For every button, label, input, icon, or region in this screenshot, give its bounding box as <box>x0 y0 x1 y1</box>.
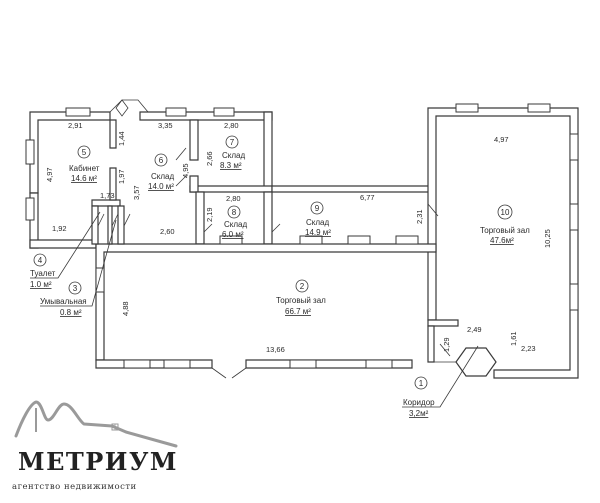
dimension: 1,97 <box>117 169 126 184</box>
dimension: 4,97 <box>45 167 54 182</box>
room-7-label: 7 Склад 8.3 м² <box>220 135 245 170</box>
brand-name: МЕТРИУМ <box>18 447 178 476</box>
room-8-label: 8 Склад 6.0 м² <box>222 205 247 239</box>
room-area: 14.9 м² <box>305 228 331 237</box>
dimension: 1,92 <box>52 224 67 233</box>
room-name: Склад <box>306 218 329 227</box>
room-name: Туалет <box>30 269 56 278</box>
room-number: 2 <box>300 282 305 291</box>
room-area: 8.3 м² <box>220 161 242 170</box>
dimension: 3,35 <box>158 121 173 130</box>
room-number: 6 <box>159 156 164 165</box>
room-area: 3,2м² <box>409 409 429 418</box>
logo-roof-icon <box>14 400 178 448</box>
room-number: 10 <box>501 208 510 217</box>
dimension: 4,95 <box>181 163 190 178</box>
windows <box>25 103 579 369</box>
room-number: 8 <box>232 208 237 217</box>
room-area: 47.6м² <box>490 236 514 245</box>
room-2-label: 2 Торговый зал 66.7 м² <box>276 279 326 316</box>
dimension: 2,66 <box>205 151 214 166</box>
room-9-niches <box>219 235 419 245</box>
room-area: 1.0 м² <box>30 280 52 289</box>
room-name: Умывальная <box>40 297 87 306</box>
room-number: 7 <box>230 138 235 147</box>
dimension: 10,25 <box>543 229 552 248</box>
room-area: 14.6 м² <box>71 174 97 183</box>
room-name: Склад <box>224 220 247 229</box>
dimension: 2,60 <box>160 227 175 236</box>
room-6-label: 6 Склад 14.0 м² <box>148 153 174 191</box>
dimension: 4,88 <box>121 301 130 316</box>
dimension: 13,66 <box>266 345 285 354</box>
room-number: 1 <box>419 379 424 388</box>
dimension: 1,44 <box>117 131 126 146</box>
dimension: 4,97 <box>494 135 509 144</box>
room-name: Коридор <box>403 398 435 407</box>
dimension-labels: 2,91 1,44 3,35 2,80 4,97 1,97 3,57 4,95 … <box>45 121 552 354</box>
dimension: 2,23 <box>521 344 536 353</box>
dimension: 6,77 <box>360 193 375 202</box>
walls <box>29 107 579 379</box>
dimension: 2,19 <box>205 207 214 222</box>
room-number: 4 <box>38 256 43 265</box>
dimension: 1,29 <box>442 337 451 352</box>
room-name: Торговый зал <box>480 226 530 235</box>
dimension: 3,57 <box>132 185 141 200</box>
brand-tagline: агентство недвижимости <box>12 482 137 492</box>
room-5-label: 5 Кабинет 14.6 м² <box>69 145 100 183</box>
room-name: Кабинет <box>69 164 100 173</box>
brand-logo: МЕТРИУМ агентство недвижимости <box>12 400 178 492</box>
room-number: 9 <box>315 204 320 213</box>
room-name: Склад <box>151 172 174 181</box>
dimension: 1,61 <box>509 331 518 346</box>
room-10-label: 10 Торговый зал 47.6м² <box>480 204 530 245</box>
room-area: 0.8 м² <box>60 308 82 317</box>
dimension: 1,73 <box>100 191 115 200</box>
room-area: 14.0 м² <box>148 182 174 191</box>
dimension: 2,31 <box>415 209 424 224</box>
room-name: Торговый зал <box>276 296 326 305</box>
room-9-label: 9 Склад 14.9 м² <box>305 201 331 237</box>
dimension: 2,49 <box>467 325 482 334</box>
room-name: Склад <box>222 151 245 160</box>
room-number: 3 <box>73 284 78 293</box>
room-area: 6.0 м² <box>222 230 244 239</box>
room-area: 66.7 м² <box>285 307 311 316</box>
room-number: 5 <box>82 148 87 157</box>
room-1-label: 1 Коридор 3,2м² <box>402 345 479 418</box>
dimension: 2,91 <box>68 121 83 130</box>
room-4-label: 4 Туалет 1.0 м² <box>30 211 101 289</box>
room-3-label: 3 Умывальная 0.8 м² <box>40 219 117 317</box>
dimension: 2,80 <box>224 121 239 130</box>
doors <box>97 99 497 379</box>
dimension: 2,80 <box>226 194 241 203</box>
